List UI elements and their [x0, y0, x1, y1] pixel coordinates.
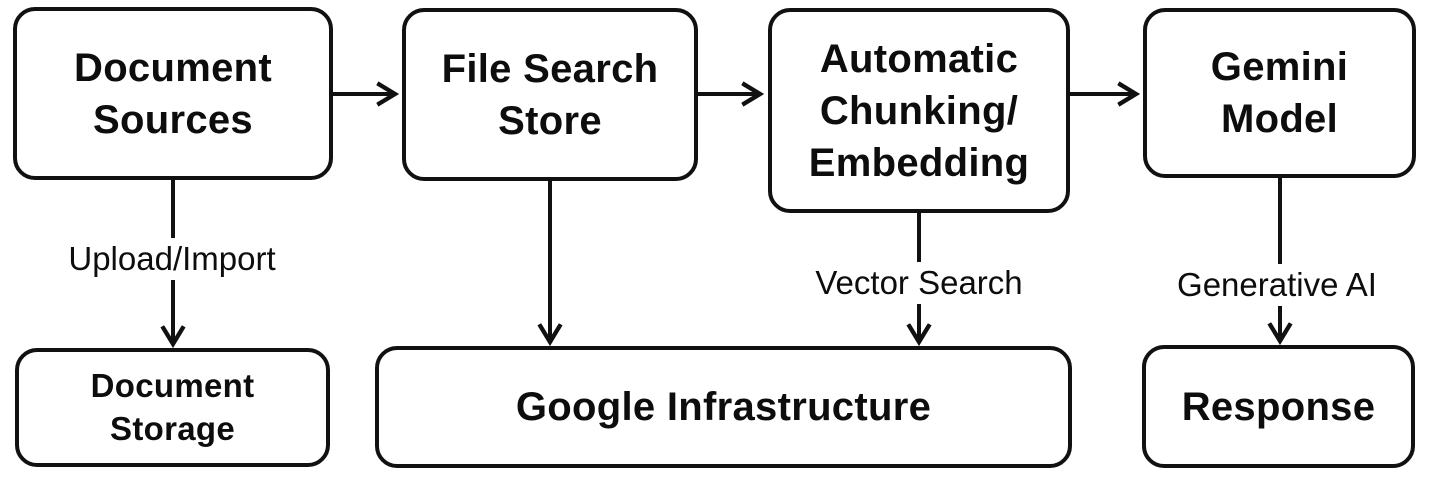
edge-label-upload-import: Upload/Import: [60, 238, 284, 280]
node-file-search-store-label: File Search Store: [441, 46, 659, 143]
node-file-search-store: File Search Store: [402, 8, 698, 181]
node-gemini-model: Gemini Model: [1143, 8, 1416, 178]
node-response: Response: [1142, 345, 1415, 468]
node-document-sources: Document Sources: [13, 7, 333, 180]
edge-label-vector-search: Vector Search: [807, 262, 1031, 304]
node-automatic-chunking-embedding-label: Automatic Chunking/ Embedding: [808, 36, 1030, 185]
node-gemini-model-label: Gemini Model: [1210, 45, 1349, 141]
node-google-infrastructure: Google Infrastructure: [375, 346, 1072, 468]
node-document-storage: Document Storage: [15, 348, 330, 467]
node-document-sources-label: Document Sources: [74, 45, 272, 142]
edge-label-generative-ai: Generative AI: [1169, 264, 1385, 306]
node-google-infrastructure-label: Google Infrastructure: [515, 385, 932, 429]
node-document-storage-label: Document Storage: [90, 366, 255, 447]
node-response-label: Response: [1181, 384, 1376, 429]
node-automatic-chunking-embedding: Automatic Chunking/ Embedding: [768, 8, 1070, 213]
